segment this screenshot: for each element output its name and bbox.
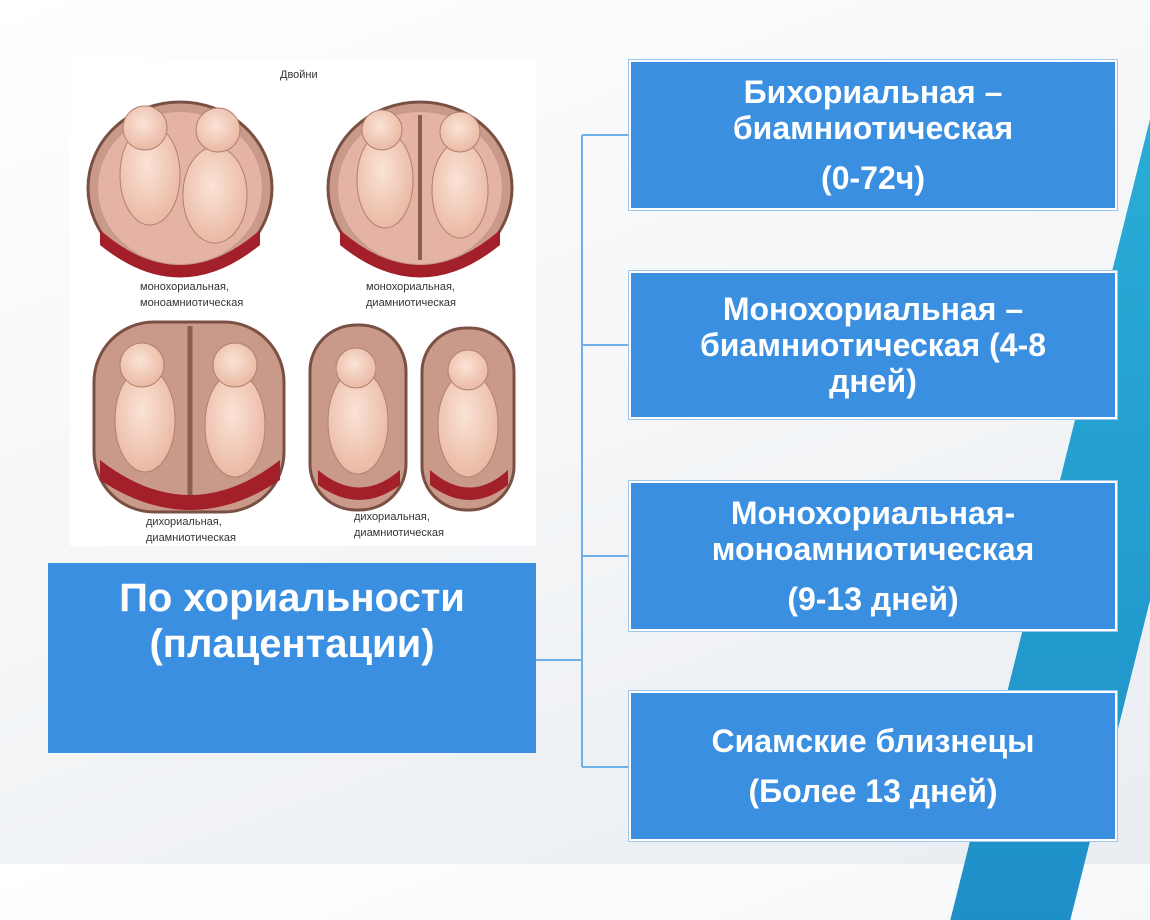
main-category-box: По хориальности (плацентации) xyxy=(48,563,536,753)
item-4-line2: (Более 13 дней) xyxy=(748,773,998,809)
item-box-2: Монохориальная – биамниотическая (4-8 дн… xyxy=(629,271,1117,419)
item-1-line1: Бихориальная – xyxy=(743,74,1003,110)
main-title-line1: По хориальности xyxy=(119,576,465,620)
item-1-line2: биамниотическая xyxy=(732,110,1014,146)
item-box-1: Бихориальная – биамниотическая (0-72ч) xyxy=(629,60,1117,210)
item-2-line3: дней) xyxy=(829,363,917,399)
panel-mono-di xyxy=(326,100,514,278)
caption-1b: моноамниотическая xyxy=(140,297,243,309)
item-3-line3: (9-13 дней) xyxy=(787,581,959,617)
panel-di-di-fused xyxy=(92,320,286,514)
item-4-line1: Сиамские близнецы xyxy=(711,723,1035,759)
item-3-line2: моноамниотическая xyxy=(711,531,1035,567)
panel-mono-mono xyxy=(86,100,274,278)
caption-2a: монохориальная, xyxy=(366,281,455,293)
caption-4b: диамниотическая xyxy=(354,527,444,539)
item-box-3: Монохориальная- моноамниотическая (9-13 … xyxy=(629,481,1117,631)
twins-illustration: Двойни монохориальная, моноамниотическая… xyxy=(70,60,536,546)
item-2-line2: биамниотическая (4-8 xyxy=(699,327,1047,363)
caption-4a: дихориальная, xyxy=(354,511,430,523)
item-1-line3: (0-72ч) xyxy=(821,160,925,196)
caption-3b: диамниотическая xyxy=(146,532,236,544)
item-box-4: Сиамские близнецы (Более 13 дней) xyxy=(629,691,1117,841)
caption-2b: диамниотическая xyxy=(366,297,456,309)
main-title-line2: (плацентации) xyxy=(149,622,435,666)
item-2-line1: Монохориальная – xyxy=(722,291,1024,327)
caption-1a: монохориальная, xyxy=(140,281,229,293)
twins-illustration-svg: Двойни монохориальная, моноамниотическая… xyxy=(86,69,516,544)
illustration-title: Двойни xyxy=(280,69,318,81)
caption-3a: дихориальная, xyxy=(146,516,222,528)
panel-di-di-separate xyxy=(308,323,516,512)
item-3-line1: Монохориальная- xyxy=(730,495,1016,531)
